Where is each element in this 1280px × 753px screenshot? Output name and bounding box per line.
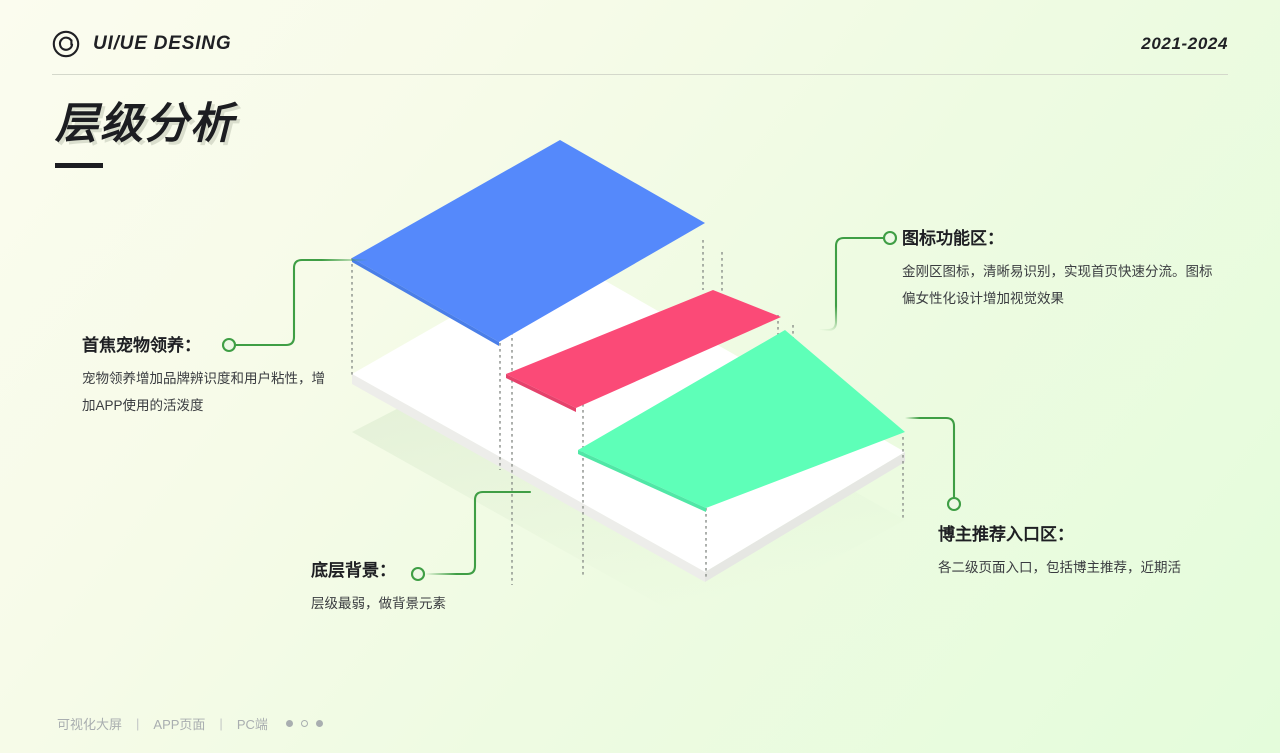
annotation-base-background: 底层背景： 层级最弱，做背景元素	[311, 558, 561, 617]
annotation-title: 图标功能区：	[902, 229, 1004, 248]
annotation-title: 博主推荐入口区：	[938, 525, 1074, 544]
white-riser-faces	[512, 330, 583, 585]
annotation-title: 底层背景：	[311, 561, 396, 580]
vertical-guide-lines	[351, 240, 904, 585]
brand: UI/UE DESING	[52, 30, 231, 58]
connector-icon-function	[818, 230, 898, 332]
blue-layer	[352, 140, 705, 346]
red-layer	[506, 290, 781, 412]
white-base-layer	[352, 255, 905, 582]
page-title-block: 层级分析	[55, 100, 235, 169]
footer-link-app-page[interactable]: APP页面	[153, 717, 206, 732]
green-layer	[578, 330, 905, 512]
page-title: 层级分析	[55, 100, 235, 148]
annotation-body: 金刚区图标，清晰易识别，实现首页快速分流。图标偏女性化设计增加视觉效果	[902, 263, 1213, 306]
annotation-icon-function-area: 图标功能区： 金刚区图标，清晰易识别，实现首页快速分流。图标偏女性化设计增加视觉…	[902, 226, 1222, 312]
annotation-blogger-recommend-entry: 博主推荐入口区： 各二级页面入口，包括博主推荐，近期活	[938, 522, 1198, 581]
brand-name: UI/UE DESING	[93, 33, 232, 54]
header-years: 2021-2024	[1141, 34, 1228, 53]
title-underline	[55, 163, 103, 169]
footer-separator: |	[136, 716, 140, 731]
pagination-dots[interactable]	[285, 720, 323, 727]
annotation-body: 层级最弱，做背景元素	[311, 595, 446, 611]
footer-link-visual-dashboard[interactable]: 可视化大屏	[57, 717, 123, 732]
circle-record-icon	[52, 30, 80, 58]
connector-blogger-entry	[903, 416, 962, 512]
annotation-title: 首焦宠物领养：	[82, 336, 201, 355]
footer-separator: |	[219, 716, 223, 731]
pagination-dot-3[interactable]	[315, 720, 323, 727]
annotation-first-focus-pet-adoption: 首焦宠物领养： 宠物领养增加品牌辨识度和用户粘性，增加APP使用的活泼度	[82, 333, 332, 419]
pagination-dot-2[interactable]	[300, 720, 308, 727]
pagination-dot-1[interactable]	[285, 720, 293, 727]
annotation-body: 各二级页面入口，包括博主推荐，近期活	[938, 559, 1181, 575]
slide-footer: 可视化大屏 | APP页面 | PC端	[57, 714, 323, 733]
footer-link-pc[interactable]: PC端	[236, 717, 268, 732]
annotation-body: 宠物领养增加品牌辨识度和用户粘性，增加APP使用的活泼度	[82, 370, 325, 413]
header-divider	[52, 74, 1228, 75]
slide-header: UI/UE DESING 2021-2024	[52, 30, 1228, 74]
